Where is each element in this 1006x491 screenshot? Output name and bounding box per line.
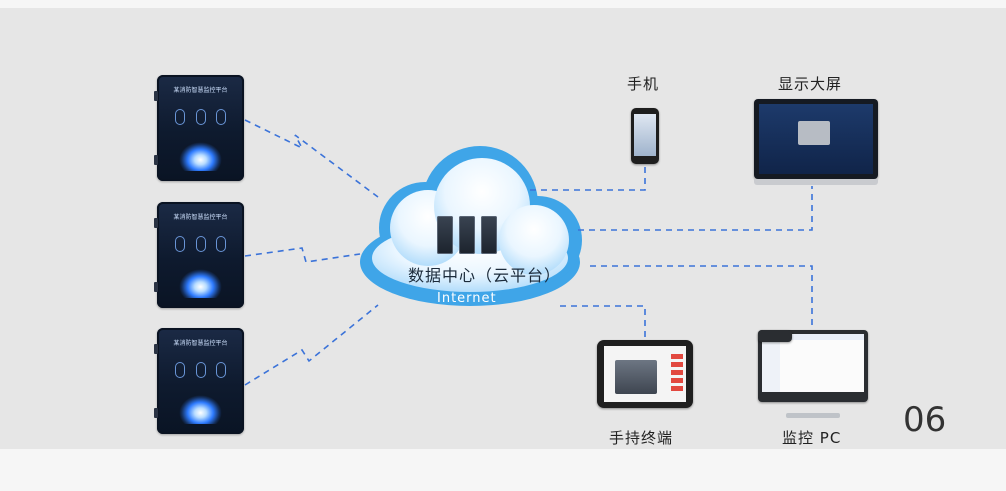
server-rack-icon [437, 216, 497, 254]
pc-neck [758, 330, 792, 342]
display-base [754, 179, 878, 185]
pc-monitor-icon [758, 330, 868, 402]
device-header: 某消防智慧监控平台 [173, 214, 228, 221]
device-header: 某消防智慧监控平台 [173, 340, 228, 347]
phone-icon [631, 108, 659, 164]
pc-label: 监控 PC [782, 429, 842, 447]
sensor-icons [175, 362, 226, 378]
device-glow [171, 384, 230, 424]
phone-label: 手机 [627, 75, 660, 93]
monitoring-device-3: 某消防智慧监控平台 [154, 328, 244, 434]
display-label: 显示大屏 [778, 75, 843, 93]
page-number: 06 [903, 400, 947, 440]
link-phone [530, 165, 646, 191]
cloud-subtitle: Internet [437, 291, 497, 306]
link-display [578, 186, 813, 231]
link-pc [590, 265, 813, 330]
link-device-2 [244, 247, 361, 263]
monitoring-device-2: 某消防智慧监控平台 [154, 202, 244, 308]
device-glow [171, 258, 230, 298]
link-handheld [560, 305, 646, 340]
sensor-icons [175, 109, 226, 125]
device-glow [171, 131, 230, 171]
link-device-3 [244, 304, 379, 386]
display-screen-icon [754, 99, 878, 179]
device-header: 某消防智慧监控平台 [173, 87, 228, 94]
cloud-title: 数据中心（云平台） [408, 266, 562, 285]
tablet-icon [597, 340, 693, 408]
sensor-icons [175, 236, 226, 252]
handheld-label: 手持终端 [609, 429, 674, 447]
monitoring-device-1: 某消防智慧监控平台 [154, 75, 244, 181]
link-device-1 [244, 119, 379, 198]
pc-stand [786, 413, 840, 418]
